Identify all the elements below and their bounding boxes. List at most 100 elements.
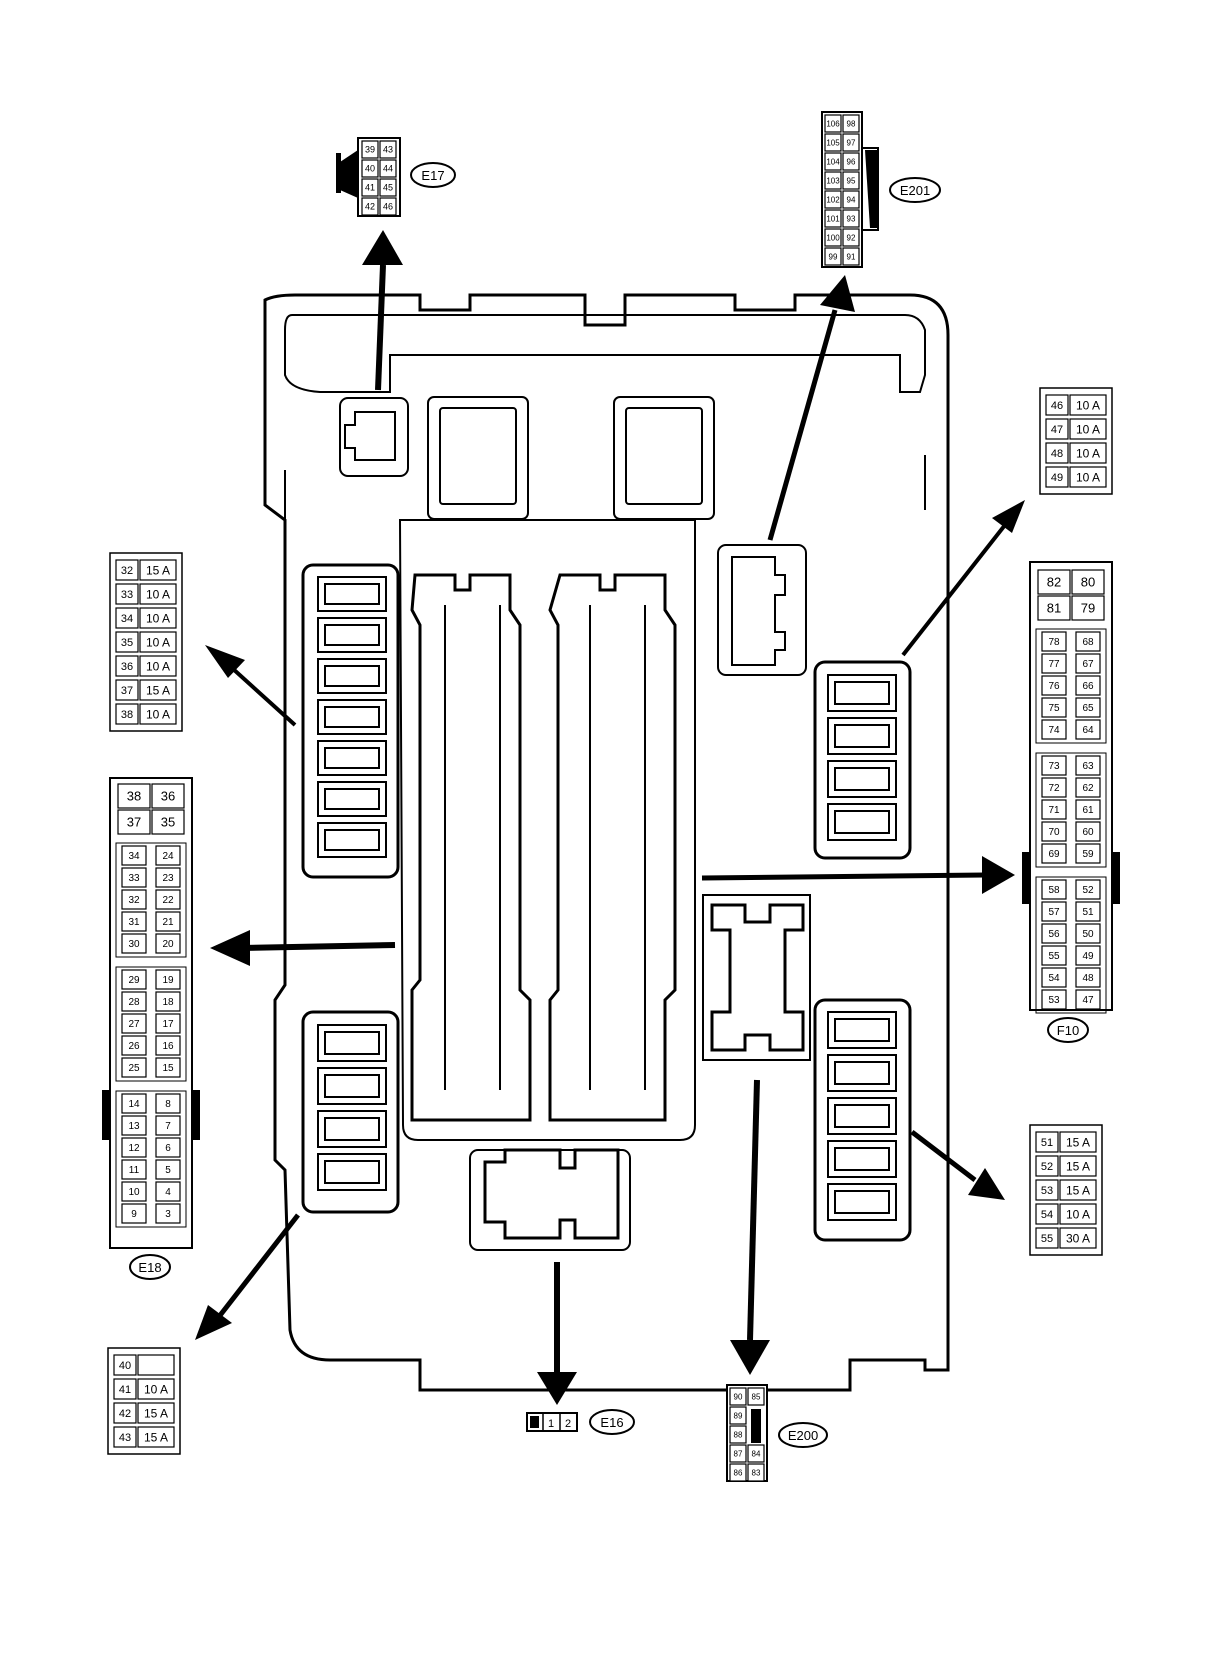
fuse-rating-cell — [137, 1378, 175, 1400]
f10-pin-cell — [1075, 879, 1101, 900]
e201-socket — [717, 544, 807, 676]
e18-pin: 28 — [128, 997, 140, 1008]
e200-pin: 83 — [752, 1468, 761, 1477]
e18-pin-group — [115, 1090, 187, 1228]
fuse-column-left-top — [301, 563, 400, 879]
e18-pin-cell — [155, 1057, 181, 1078]
f10-pin: 61 — [1082, 805, 1094, 816]
e18-pin-cell — [121, 845, 147, 866]
f10-pin: 64 — [1082, 725, 1094, 736]
e18-pin-cell — [121, 1115, 147, 1136]
fuse-number-cell — [1045, 418, 1069, 440]
fuse-rating-cell — [139, 631, 177, 653]
fuse-number: 40 — [119, 1360, 131, 1372]
f10-pin: 73 — [1048, 761, 1060, 772]
e18-pin-cell — [121, 867, 147, 888]
main-fuse-slots — [398, 519, 696, 1141]
f10-pin-cell — [1071, 595, 1105, 621]
e201-pin: 96 — [847, 157, 856, 166]
e18-pin-cell — [155, 911, 181, 932]
fuse-rating-cell — [137, 1426, 175, 1448]
fuse-rating-cell — [1069, 466, 1107, 488]
e201-pin: 106 — [826, 119, 840, 128]
f10-pin: 67 — [1082, 659, 1094, 670]
e18-pin: 23 — [162, 873, 174, 884]
fuse-number-cell — [115, 607, 139, 629]
f10-pin-group — [1035, 876, 1107, 1014]
f10-pin-cell — [1041, 879, 1067, 900]
f10-pin: 82 — [1047, 575, 1061, 590]
fuse-number: 43 — [119, 1432, 131, 1444]
f10-pin: 49 — [1082, 951, 1094, 962]
e18-pin-cell — [121, 1181, 147, 1202]
e201-pin-cell — [824, 114, 842, 133]
f10-pin: 53 — [1048, 995, 1060, 1006]
f10-pin: 50 — [1082, 929, 1094, 940]
f10-pin-cell — [1037, 595, 1071, 621]
e18-pin-cell — [155, 1093, 181, 1114]
e18-pin-cell — [121, 1093, 147, 1114]
e201-pin-cell — [824, 247, 842, 266]
f10-pin: 52 — [1082, 885, 1094, 896]
fuse-rating-cell — [139, 607, 177, 629]
f10-pin: 72 — [1048, 783, 1060, 794]
e18-pin: 8 — [165, 1099, 171, 1110]
e18-pin: 10 — [128, 1187, 140, 1198]
f10-pin-cell — [1041, 675, 1067, 696]
e201-pin: 99 — [829, 252, 838, 261]
e201-pin-cell — [842, 228, 860, 247]
e17-pin-cell — [361, 197, 379, 216]
e18-pin-group — [115, 966, 187, 1082]
e18-pin-cell — [117, 783, 151, 809]
e18-pin-cell — [151, 783, 185, 809]
e18-pin: 22 — [162, 895, 174, 906]
f10-pin-cell — [1041, 777, 1067, 798]
f10-pin-cell — [1041, 821, 1067, 842]
f10-pin-cell — [1041, 967, 1067, 988]
connector-e16: 1 2 E16 — [526, 1409, 635, 1435]
fuse-rating: 15 A — [1066, 1159, 1090, 1173]
fuse-rating-cell — [137, 1354, 175, 1376]
e17-pin: 43 — [383, 145, 393, 155]
f10-pin-group — [1035, 752, 1107, 868]
e18-pin-cell — [155, 1115, 181, 1136]
fuse-number: 49 — [1051, 472, 1063, 484]
fuse-rating: 15 A — [1066, 1183, 1090, 1197]
e17-pin: 39 — [365, 145, 375, 155]
e200-pin: 88 — [734, 1430, 743, 1439]
e18-pin: 5 — [165, 1165, 171, 1176]
e18-pin: 37 — [127, 815, 141, 830]
e18-pin-group — [115, 842, 187, 958]
fuse-column-right-bottom — [813, 998, 912, 1242]
fuse-number-cell — [1035, 1227, 1059, 1249]
f10-pin-cell — [1075, 777, 1101, 798]
fuse-rating: 10 A — [1076, 470, 1100, 484]
fuse-number-cell — [115, 583, 139, 605]
e200-pin-cell — [747, 1387, 765, 1406]
e18-pin-cell — [121, 1013, 147, 1034]
f10-pin-cell — [1075, 901, 1101, 922]
fuse-number-cell — [1045, 394, 1069, 416]
e200-pin-cell — [729, 1444, 747, 1463]
f10-pin-cell — [1041, 989, 1067, 1010]
e201-pin-cell — [824, 228, 842, 247]
fuse-rating-cell — [1059, 1155, 1097, 1177]
connector-label-e16: E16 — [600, 1415, 623, 1430]
fuse-number: 37 — [121, 685, 133, 697]
e18-pin: 33 — [128, 873, 140, 884]
fuse-rating: 10 A — [146, 659, 170, 673]
e18-pin-cell — [121, 933, 147, 954]
e18-pin-cell — [155, 1159, 181, 1180]
fuse-rating: 15 A — [1066, 1135, 1090, 1149]
e18-pin-cell — [155, 933, 181, 954]
e201-pin: 93 — [847, 214, 856, 223]
f10-pin-cell — [1075, 799, 1101, 820]
e18-pin-cell — [121, 911, 147, 932]
fuse-rating: 10 A — [1066, 1207, 1090, 1221]
connector-label-f10-badge — [1047, 1017, 1089, 1043]
fuse-number-cell — [1035, 1131, 1059, 1153]
